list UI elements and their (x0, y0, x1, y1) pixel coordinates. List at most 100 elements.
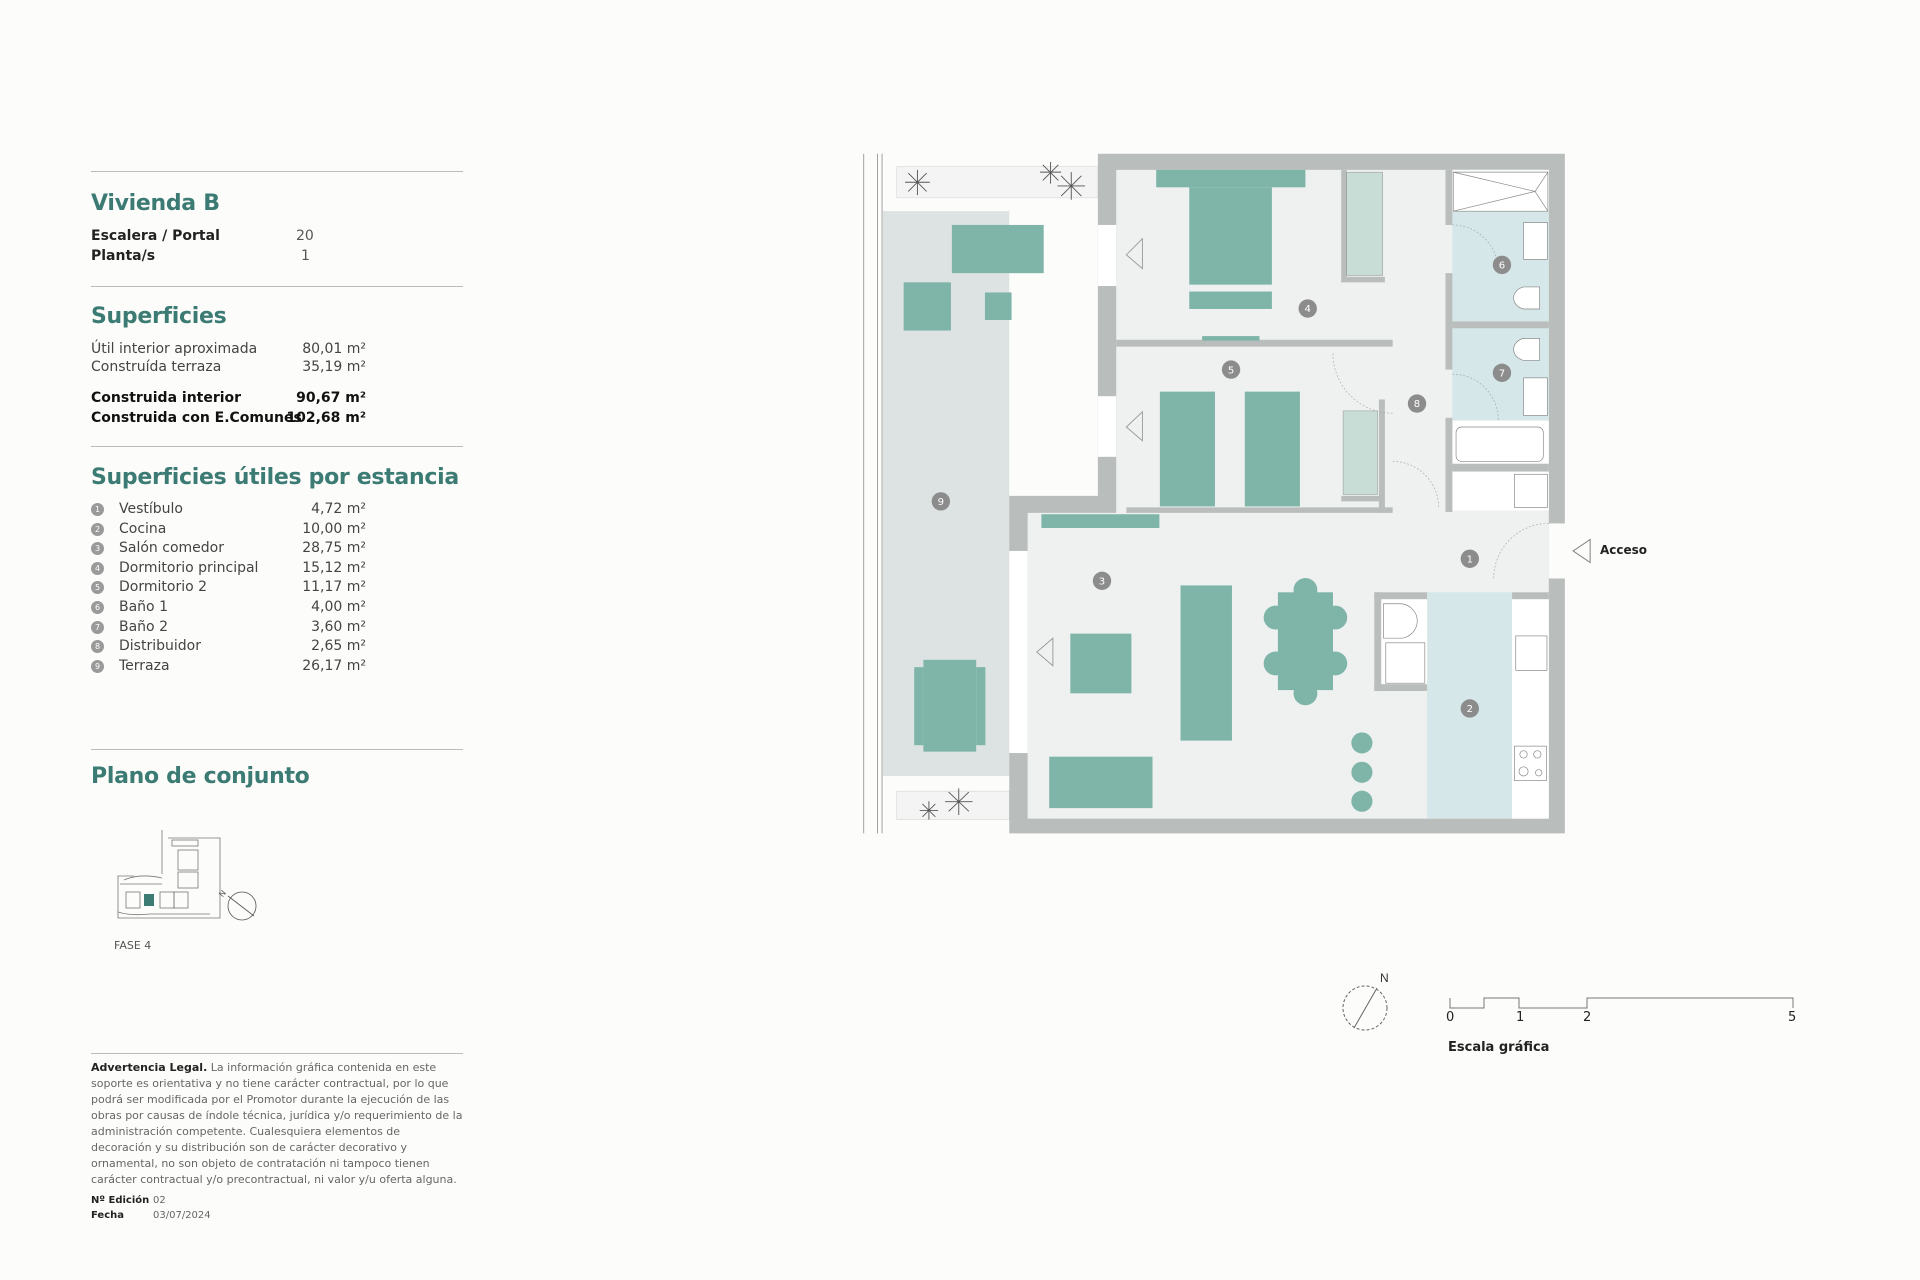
room-name: Cocina (119, 520, 167, 537)
room-area: 4,72 m² (311, 501, 366, 517)
unit-title: Vivienda B (91, 191, 220, 216)
date-label: Fecha (91, 1210, 125, 1221)
room-badge-number: 5 (1228, 365, 1234, 376)
legal-lead: Advertencia Legal. (91, 1061, 208, 1074)
room-row: 4 Dormitorio principal 15,12 m² (91, 559, 366, 578)
room-badge (1492, 255, 1512, 275)
room-area: 11,17 m² (302, 579, 366, 596)
legal-text: La información gráfica contenida en este… (91, 1061, 463, 1186)
floor-plan: 1 2 3 4 5 6 7 8 9 (863, 153, 1591, 834)
legal-notice: Advertencia Legal. La información gráfic… (91, 1060, 463, 1188)
room-badge-number: 6 (1499, 261, 1505, 272)
room-area: 15,12 m² (302, 559, 366, 576)
room-badges: 1 2 3 4 5 6 7 8 9 (931, 255, 1512, 718)
room-number-badge: 4 (91, 561, 104, 575)
room-name: Baño 2 (119, 618, 168, 635)
room-area: 10,00 m² (302, 520, 366, 537)
room-number-badge: 1 (91, 503, 104, 516)
surfaces-title: Superficies (91, 304, 227, 329)
site-plan-thumbnail: N (117, 830, 257, 921)
room-area: 28,75 m² (302, 540, 366, 557)
surface-value: 80,01 m² (302, 341, 366, 357)
room-number-badge: 7 (91, 620, 104, 634)
room-area: 26,17 m² (302, 657, 366, 674)
field-value: 20 (296, 228, 314, 244)
field-row: Escalera / Portal 20 (91, 227, 366, 245)
room-badge-number: 4 (1305, 304, 1311, 315)
divider (91, 749, 463, 750)
room-name: Terraza (119, 657, 170, 674)
room-name: Salón comedor (119, 540, 224, 557)
surface-row: Útil interior aproximada 80,01 m² (91, 340, 366, 358)
plant-icon (905, 162, 1086, 820)
room-badge (1221, 360, 1241, 379)
north-arrow-icon: N (217, 888, 257, 921)
scale-tick-label: 2 (1583, 1010, 1592, 1025)
scale-tick-label: 5 (1788, 1010, 1797, 1025)
room-area: 4,00 m² (311, 599, 366, 615)
terrace (863, 153, 1099, 834)
room-badge (1092, 571, 1112, 590)
sofa (1180, 585, 1232, 741)
sofa (1049, 756, 1153, 809)
bathroom-fixtures (1452, 171, 1549, 508)
room-badge-number: 7 (1499, 368, 1505, 379)
kitchen-fixtures (1383, 603, 1548, 781)
room-badge (1460, 699, 1480, 718)
room-name: Distribuidor (119, 638, 201, 655)
surface-value: 102,68 m² (286, 410, 366, 426)
room-row: 9 Terraza 26,17 m² (91, 657, 366, 676)
scale-bar (1449, 997, 1794, 1009)
single-bed (1159, 391, 1215, 507)
dining-table (1277, 592, 1333, 691)
single-bed (1244, 391, 1300, 507)
divider (91, 1053, 463, 1054)
access-label: Acceso (1600, 543, 1648, 557)
room-badge (1298, 299, 1317, 318)
north-arrow-icon: N (1342, 971, 1389, 1031)
interior-walls (1116, 169, 1549, 692)
surface-value: 90,67 m² (296, 390, 366, 406)
surface-label: Útil interior aproximada (91, 341, 258, 357)
room-name: Vestíbulo (119, 501, 183, 517)
room-badge-number: 8 (1414, 399, 1420, 410)
window-icons (1036, 237, 1143, 667)
room-badge-number: 9 (938, 497, 944, 508)
divider (91, 286, 463, 287)
room-area: 2,65 m² (311, 638, 366, 655)
terrace-furniture (903, 224, 1044, 752)
room-badge (1460, 549, 1480, 568)
scale-title: Escala gráfica (1448, 1040, 1550, 1055)
room-area: 3,60 m² (311, 618, 366, 635)
room-number-badge: 6 (91, 601, 104, 614)
room-row: 7 Baño 2 3,60 m² (91, 618, 366, 637)
scale-tick-label: 0 (1446, 1010, 1455, 1025)
north-label: N (217, 888, 228, 898)
surface-label: Construída terraza (91, 359, 222, 375)
surface-label: Construida interior (91, 390, 242, 406)
site-plan-caption: FASE 4 (114, 939, 152, 952)
divider (91, 171, 463, 172)
divider (91, 446, 463, 447)
room-badge-number: 3 (1099, 576, 1105, 587)
room-badge-number: 1 (1467, 554, 1473, 565)
edition-label: Nº Edición (91, 1195, 150, 1206)
room-number-badge: 9 (91, 659, 104, 673)
surface-label: Construida con E.Comunes (91, 410, 302, 426)
room-name: Dormitorio principal (119, 559, 259, 576)
date-value: 03/07/2024 (153, 1210, 211, 1221)
field-label: Escalera / Portal (91, 228, 220, 244)
date-row: Fecha 03/07/2024 (91, 1210, 211, 1221)
armchair (1070, 633, 1132, 694)
openings (1009, 169, 1581, 819)
room-badge (1492, 363, 1512, 382)
room-number-badge: 5 (91, 581, 104, 595)
room-badge-number: 2 (1467, 704, 1473, 715)
surface-row: Construida interior 90,67 m² (91, 389, 366, 407)
